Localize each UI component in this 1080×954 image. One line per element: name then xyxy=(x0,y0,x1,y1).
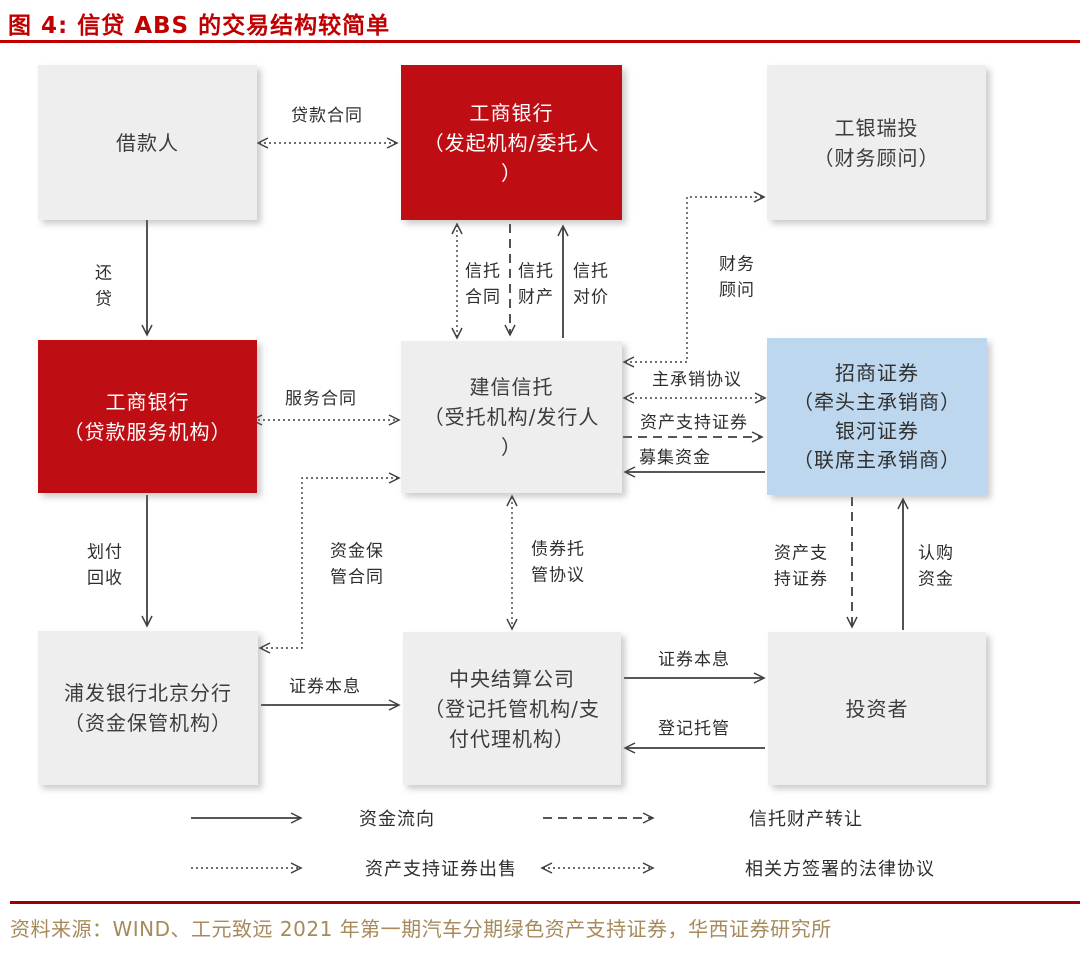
node-financial-advisor-label: 工银瑞投 （财务顾问） xyxy=(813,115,940,170)
node-investors: 投资者 xyxy=(768,632,986,785)
source-line: 资料来源：WIND、工元致远 2021 年第一期汽车分期绿色资产支持证券，华西证… xyxy=(10,917,832,941)
label-trust-property: 信托 财产 xyxy=(518,261,554,308)
node-trustee-label: 建信信托 （受托机构/发行人 ） xyxy=(423,375,600,459)
legend-label-trust-transfer: 信托财产转让 xyxy=(749,809,863,830)
label-registration-custody: 登记托管 xyxy=(658,718,730,739)
footer-rule xyxy=(10,901,1080,904)
title-rule xyxy=(0,40,1080,43)
node-originator-label: 工商银行 （发起机构/委托人 ） xyxy=(423,100,600,185)
node-originator: 工商银行 （发起机构/委托人 ） xyxy=(401,65,622,220)
node-registrar: 中央结算公司 （登记托管机构/支 付代理机构） xyxy=(403,632,621,785)
legend-label-legal-agreements: 相关方签署的法律协议 xyxy=(745,859,935,880)
label-bond-custody-agreement: 债券托 管协议 xyxy=(531,539,585,586)
label-trust-consideration: 信托 对价 xyxy=(573,261,609,308)
legend-label-abs-sale: 资产支持证券出售 xyxy=(365,859,517,880)
legend-label-fund-flow: 资金流向 xyxy=(359,809,435,830)
node-loan-servicer: 工商银行 （贷款服务机构） xyxy=(38,340,257,493)
node-borrower-label: 借款人 xyxy=(116,130,179,155)
label-abs-to-investors: 资产支 持证券 xyxy=(774,543,828,590)
label-financial-advisor: 财务 顾问 xyxy=(719,254,755,301)
node-investors-label: 投资者 xyxy=(845,696,909,721)
node-loan-servicer-label: 工商银行 （贷款服务机构） xyxy=(63,389,232,444)
node-financial-advisor: 工银瑞投 （财务顾问） xyxy=(767,65,986,220)
edge-fund-custody-contract xyxy=(258,472,401,654)
label-principal-interest-ccdc: 证券本息 xyxy=(658,649,730,670)
label-fund-custody-contract: 资金保 管合同 xyxy=(330,541,384,588)
label-raised-funds: 募集资金 xyxy=(639,447,711,468)
node-borrower: 借款人 xyxy=(38,65,257,220)
node-fund-custodian-label: 浦发银行北京分行 （资金保管机构） xyxy=(64,681,232,735)
figure-title: 图 4: 信贷 ABS 的交易结构较简单 xyxy=(8,13,391,39)
node-underwriters-label: 招商证券 （牵头主承销商） 银河证券 （联席主承销商） xyxy=(793,360,961,472)
label-loan-contract: 贷款合同 xyxy=(291,105,363,126)
node-registrar-label: 中央结算公司 （登记托管机构/支 付代理机构） xyxy=(424,666,600,751)
label-subscription-funds: 认购 资金 xyxy=(918,543,954,590)
label-lead-underwriting: 主承销协议 xyxy=(652,369,742,390)
label-repay: 还 贷 xyxy=(95,263,113,310)
label-abs-delivery: 资产支持证券 xyxy=(640,412,748,433)
node-fund-custodian: 浦发银行北京分行 （资金保管机构） xyxy=(38,631,258,785)
label-service-contract: 服务合同 xyxy=(285,388,357,409)
node-underwriters: 招商证券 （牵头主承销商） 银河证券 （联席主承销商） xyxy=(767,338,987,495)
label-transfer-recovery: 划付 回收 xyxy=(87,542,123,589)
node-trustee: 建信信托 （受托机构/发行人 ） xyxy=(401,341,622,493)
edge-financial-advisor xyxy=(622,191,766,368)
label-trust-contract: 信托 合同 xyxy=(465,261,501,308)
label-principal-interest-spdb: 证券本息 xyxy=(289,676,361,697)
